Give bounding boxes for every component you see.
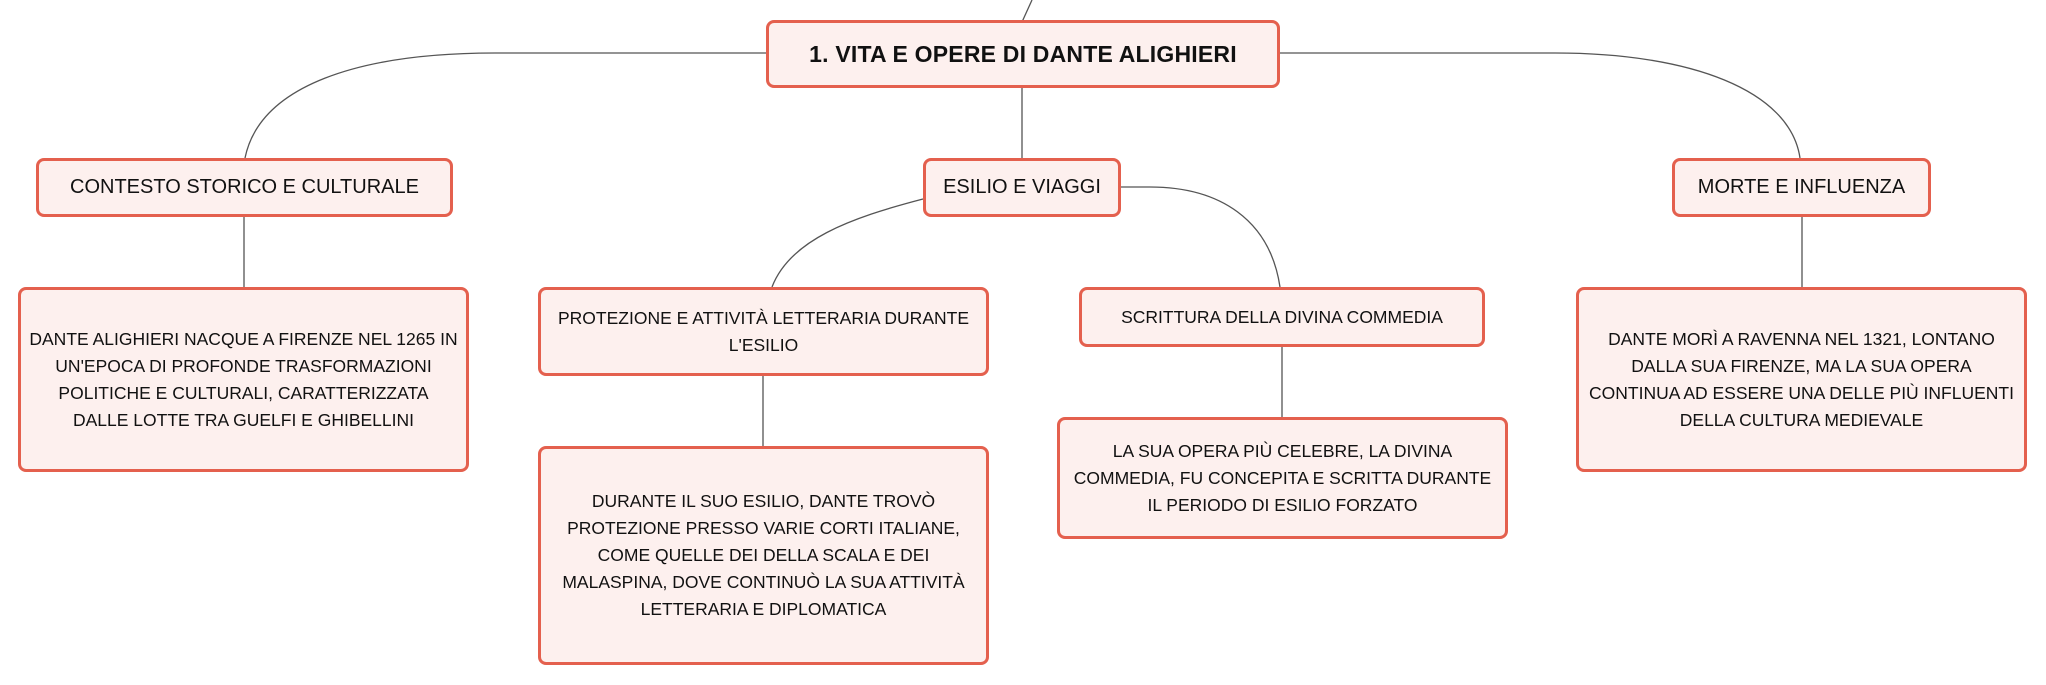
topic-node-context-title: CONTESTO STORICO E CULTURALE xyxy=(70,176,419,198)
subtopic-node-comedy[interactable]: SCRITTURA DELLA DIVINA COMMEDIA xyxy=(1079,287,1485,347)
root-node-title: 1. VITA E OPERE DI DANTE ALIGHIERI xyxy=(809,40,1237,67)
connector-parent-to-root xyxy=(1021,0,1033,23)
detail-node-context-text: DANTE ALIGHIERI NACQUE A FIRENZE NEL 126… xyxy=(29,328,458,430)
root-node[interactable]: 1. VITA E OPERE DI DANTE ALIGHIERI xyxy=(766,20,1280,88)
connector-root-to-context xyxy=(244,52,766,159)
detail-node-protection-text: DURANTE IL SUO ESILIO, DANTE TROVÒ PROTE… xyxy=(562,491,965,619)
detail-node-death[interactable]: DANTE MORÌ A RAVENNA NEL 1321, LONTANO D… xyxy=(1576,287,2027,472)
topic-node-exile[interactable]: ESILIO E VIAGGI xyxy=(923,158,1121,217)
subtopic-node-comedy-title: SCRITTURA DELLA DIVINA COMMEDIA xyxy=(1121,306,1443,327)
connector-exile-to-comedy xyxy=(1121,186,1281,288)
connector-exile-to-protection xyxy=(771,198,924,288)
detail-node-protection[interactable]: DURANTE IL SUO ESILIO, DANTE TROVÒ PROTE… xyxy=(538,446,989,665)
topic-node-death[interactable]: MORTE E INFLUENZA xyxy=(1672,158,1931,217)
connector-root-to-death xyxy=(1280,52,1801,159)
subtopic-node-protection-title: PROTEZIONE E ATTIVITÀ LETTERARIA DURANTE… xyxy=(558,307,969,355)
subtopic-node-protection[interactable]: PROTEZIONE E ATTIVITÀ LETTERARIA DURANTE… xyxy=(538,287,989,376)
detail-node-death-text: DANTE MORÌ A RAVENNA NEL 1321, LONTANO D… xyxy=(1589,328,2014,430)
topic-node-exile-title: ESILIO E VIAGGI xyxy=(943,176,1101,198)
topic-node-death-title: MORTE E INFLUENZA xyxy=(1697,176,1906,198)
detail-node-comedy-text: LA SUA OPERA PIÙ CELEBRE, LA DIVINA COMM… xyxy=(1073,440,1492,515)
detail-node-comedy[interactable]: LA SUA OPERA PIÙ CELEBRE, LA DIVINA COMM… xyxy=(1057,417,1508,539)
detail-node-context[interactable]: DANTE ALIGHIERI NACQUE A FIRENZE NEL 126… xyxy=(18,287,469,472)
topic-node-context[interactable]: CONTESTO STORICO E CULTURALE xyxy=(36,158,453,217)
